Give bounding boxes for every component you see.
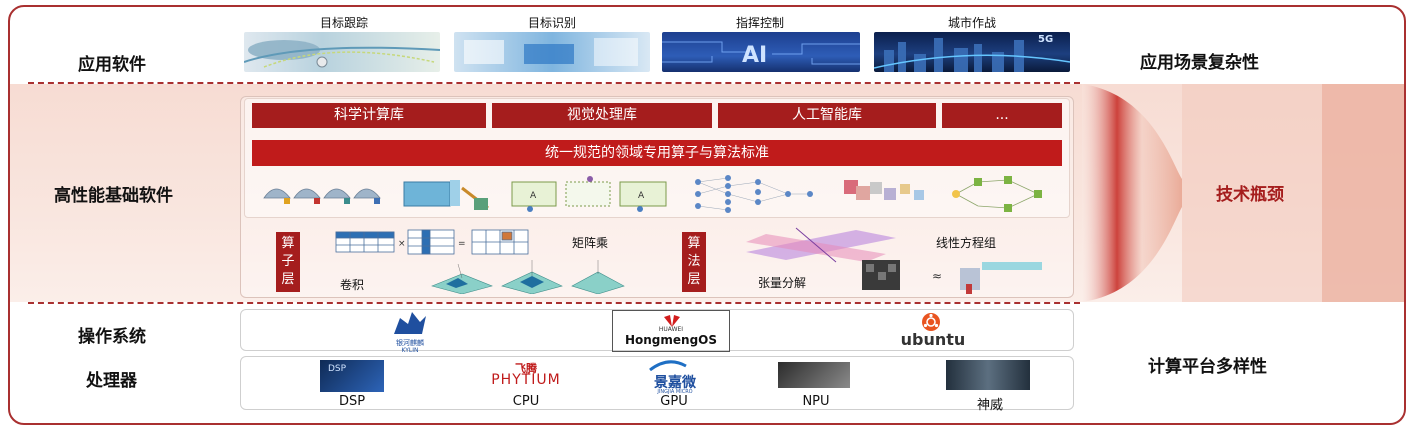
app-title-urban: 城市作战 xyxy=(947,16,996,30)
command-image: AI xyxy=(662,32,860,72)
svg-text:=: = xyxy=(458,239,466,249)
layer-label-processor: 处理器 xyxy=(86,371,137,391)
phytium-logo-en: PHYTIUM xyxy=(491,372,561,388)
feature-map-illustration xyxy=(844,180,924,200)
matmul-illustration: × = xyxy=(335,229,529,255)
tensor-block-illustration xyxy=(403,180,489,210)
right-label-complexity: 应用场景复杂性 xyxy=(1140,53,1259,73)
right-label-diversity: 计算平台多样性 xyxy=(1148,357,1267,377)
svg-text:≈: ≈ xyxy=(932,269,942,283)
kylin-sub: KYLIN xyxy=(401,347,419,354)
svg-text:×: × xyxy=(398,239,406,249)
tracking-image xyxy=(244,32,440,72)
app-title-command: 指挥控制 xyxy=(735,16,784,30)
standard-banner: 统一规范的领域专用算子与算法标准 xyxy=(252,140,1062,166)
processor-label-gpu: GPU xyxy=(660,394,688,409)
dsp-chip-text: DSP xyxy=(328,364,347,374)
npu-chip-image xyxy=(778,362,850,388)
ubuntu-logo-icon xyxy=(922,313,940,331)
neural-net-illustration xyxy=(695,175,813,213)
divider-top xyxy=(28,82,1080,84)
algorithm-layer-text: 算法层 xyxy=(687,236,701,287)
ubuntu-text: ubuntu xyxy=(900,330,966,349)
processor-label-sunway: 神威 xyxy=(976,398,1003,413)
algorithm-layer-badge: 算法层 xyxy=(682,232,706,292)
label-matmul: 矩阵乘 xyxy=(572,236,609,250)
svg-text:A: A xyxy=(530,191,537,201)
layer-label-os: 操作系统 xyxy=(78,327,146,347)
label-linear: 线性方程组 xyxy=(936,236,997,250)
processor-label-cpu: CPU xyxy=(512,394,540,409)
graph-network-illustration xyxy=(952,176,1042,212)
jingjia-swoosh-icon xyxy=(649,360,687,372)
tensor-decomp-illustration: ≈ xyxy=(862,260,1042,294)
svg-text:AI: AI xyxy=(742,43,767,68)
layer-label-hpc: 高性能基础软件 xyxy=(54,186,173,206)
phytium-logo-cn: 飞腾 xyxy=(515,362,537,375)
processor-label-npu: NPU xyxy=(802,394,830,409)
kylin-logo-icon xyxy=(394,312,426,334)
app-title-recognition: 目标识别 xyxy=(527,16,576,30)
kylin-name: 银河麒麟 xyxy=(396,339,424,347)
kylin-logo-text: 银河麒麟 KYLIN xyxy=(380,338,440,354)
lib-more: ... xyxy=(942,103,1062,128)
dsp-chip-image: DSP xyxy=(320,360,384,392)
lib-scientific: 科学计算库 xyxy=(252,103,486,128)
hyperplane-illustration xyxy=(746,227,896,263)
urban-5g-badge: 5G xyxy=(1038,34,1054,45)
lib-vision: 视觉处理库 xyxy=(492,103,712,128)
processor-label-dsp: DSP xyxy=(338,394,366,409)
operator-layer-badge: 算子层 xyxy=(276,232,300,292)
jingjia-logo-en: JINGJIA MICRO xyxy=(657,389,693,395)
attention-block-illustration: A A xyxy=(511,176,667,212)
outer-frame xyxy=(8,5,1406,425)
conv-illustration xyxy=(431,260,625,294)
bottleneck-funnel xyxy=(1082,84,1404,302)
recognition-image xyxy=(454,32,650,72)
layer-label-app: 应用软件 xyxy=(78,55,146,75)
svg-text:A: A xyxy=(638,191,645,201)
right-label-bottleneck: 技术瓶颈 xyxy=(1216,185,1284,205)
huawei-text: HUAWEI xyxy=(658,326,684,333)
harmony-text: HongmengOS xyxy=(624,333,718,347)
operator-layer-text: 算子层 xyxy=(281,236,295,287)
conv-pipeline-illustration xyxy=(263,188,381,204)
divider-bottom xyxy=(28,302,1080,304)
huawei-flower-icon xyxy=(662,315,682,327)
lib-ai: 人工智能库 xyxy=(718,103,936,128)
label-conv: 卷积 xyxy=(340,278,365,292)
app-title-tracking: 目标跟踪 xyxy=(319,16,368,30)
label-tensor: 张量分解 xyxy=(758,276,807,290)
sunway-server-image xyxy=(946,360,1030,390)
urban-image: 5G xyxy=(874,32,1070,72)
harmony-logo: HUAWEI HongmengOS xyxy=(612,310,730,352)
jingjia-logo-cn: 景嘉微 xyxy=(654,375,696,391)
